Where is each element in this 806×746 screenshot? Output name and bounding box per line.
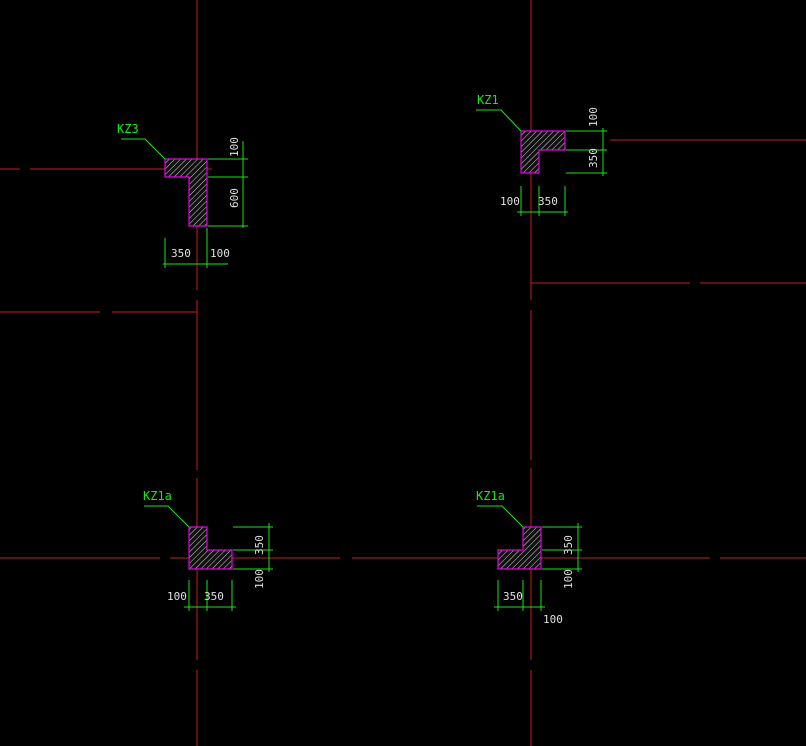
dimension-label: 350 (562, 535, 575, 555)
break-mark (710, 557, 720, 560)
dimension-lines (476, 109, 607, 216)
column-section (520, 130, 566, 174)
break-mark (530, 300, 533, 310)
break-mark (340, 557, 352, 560)
break-mark (196, 660, 199, 670)
grid-line-breaks (20, 168, 720, 670)
break-mark (100, 311, 112, 314)
column-kz1[interactable]: KZ1 100 350 100 350 (476, 93, 607, 216)
dimension-label: 350 (587, 148, 600, 168)
dimension-label: 100 (587, 107, 600, 127)
dimension-label: 100 (562, 569, 575, 589)
column-tag: KZ1a (476, 489, 505, 503)
column-kz1a-left[interactable]: KZ1a 350 100 100 350 (143, 489, 273, 611)
dimension-label: 100 (253, 569, 266, 589)
break-mark (160, 557, 170, 560)
dimension-label: 100 (228, 137, 241, 157)
column-tag: KZ3 (117, 122, 139, 136)
break-mark (690, 282, 700, 285)
break-mark (530, 660, 533, 670)
dimension-lines (477, 505, 582, 611)
break-mark (20, 168, 30, 171)
column-kz1a-right[interactable]: KZ1a 350 100 350 100 (476, 489, 582, 626)
dimension-label: 100 (167, 590, 187, 603)
dimension-label: 350 (204, 590, 224, 603)
dimension-label: 100 (210, 247, 230, 260)
column-section (188, 526, 233, 570)
column-section (497, 526, 542, 570)
dimension-label: 350 (253, 535, 266, 555)
dimension-label: 350 (503, 590, 523, 603)
break-mark (196, 290, 199, 300)
dimension-label: 600 (228, 188, 241, 208)
column-tag: KZ1a (143, 489, 172, 503)
dimension-label: 100 (543, 613, 563, 626)
dimension-label: 350 (538, 195, 558, 208)
break-mark (196, 470, 199, 478)
dimension-label: 350 (171, 247, 191, 260)
column-tag: KZ1 (477, 93, 499, 107)
column-kz3[interactable]: KZ3 100 600 350 100 (117, 122, 248, 268)
dimension-lines (121, 138, 248, 268)
dimension-lines (144, 505, 273, 611)
column-section (164, 158, 208, 227)
break-mark (530, 460, 533, 468)
dimension-label: 100 (500, 195, 520, 208)
